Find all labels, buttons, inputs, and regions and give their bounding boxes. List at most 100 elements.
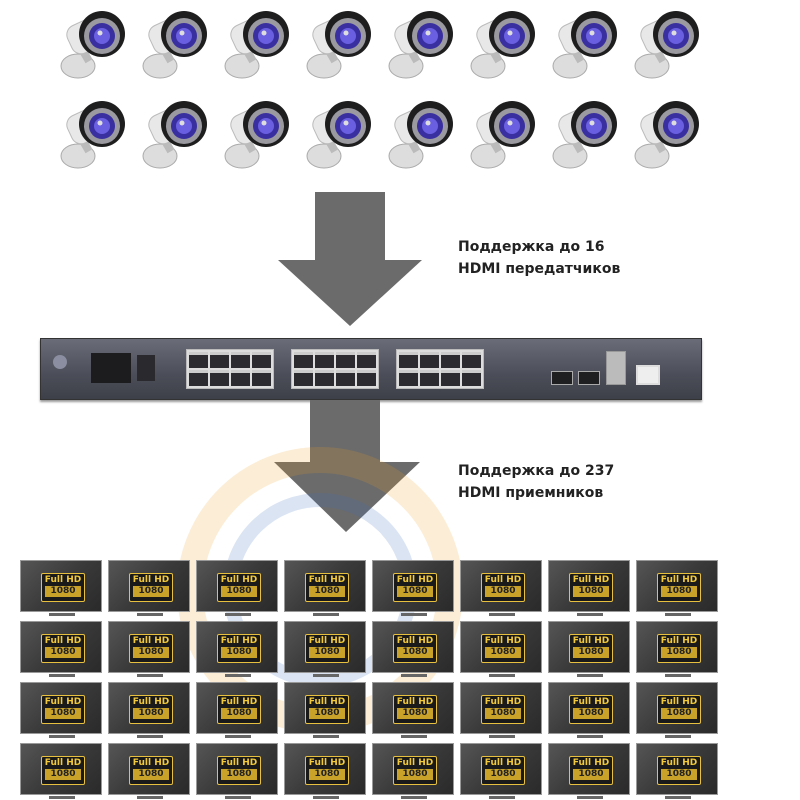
ethernet-port [294, 370, 313, 386]
ethernet-port [399, 352, 418, 368]
badge-bottom-text: 1080 [221, 647, 257, 658]
badge-top-text: Full HD [660, 758, 698, 768]
monitor-stand [577, 796, 603, 799]
ethernet-port [231, 352, 250, 368]
camera-icon [384, 6, 460, 84]
monitor-stand [49, 796, 75, 799]
camera-icon [384, 96, 460, 174]
camera-icon [302, 6, 378, 84]
ethernet-port [462, 352, 481, 368]
ethernet-port [336, 370, 355, 386]
badge-bottom-text: 1080 [133, 647, 169, 658]
monitor-stand [401, 674, 427, 677]
camera-icon [466, 6, 542, 84]
console-port [636, 365, 660, 385]
ethernet-port [210, 352, 229, 368]
badge-top-text: Full HD [44, 758, 82, 768]
ethernet-port [462, 370, 481, 386]
port-group-1 [186, 349, 274, 389]
badge-top-text: Full HD [484, 758, 522, 768]
badge-top-text: Full HD [308, 575, 346, 585]
monitor-stand [225, 796, 251, 799]
monitor-stand [49, 735, 75, 738]
monitor-stand [225, 674, 251, 677]
badge-top-text: Full HD [220, 575, 258, 585]
badge-top-text: Full HD [132, 636, 170, 646]
badge-bottom-text: 1080 [573, 586, 609, 597]
badge-top-text: Full HD [572, 697, 610, 707]
monitor-stand [489, 613, 515, 616]
arrow-down-to-monitors [274, 400, 420, 532]
monitor-stand [489, 796, 515, 799]
monitor-stand [137, 735, 163, 738]
badge-top-text: Full HD [484, 575, 522, 585]
transmitters-label-line2: HDMI передатчиков [458, 261, 621, 277]
monitor-stand [489, 735, 515, 738]
badge-top-text: Full HD [660, 636, 698, 646]
ethernet-port [252, 370, 271, 386]
badge-bottom-text: 1080 [485, 708, 521, 719]
badge-bottom-text: 1080 [309, 586, 345, 597]
badge-bottom-text: 1080 [661, 769, 697, 780]
monitor-stand [137, 796, 163, 799]
badge-bottom-text: 1080 [573, 647, 609, 658]
ethernet-port [252, 352, 271, 368]
camera-icon [138, 96, 214, 174]
camera-icon [630, 96, 706, 174]
ethernet-port [315, 352, 334, 368]
badge-bottom-text: 1080 [397, 769, 433, 780]
ethernet-port [420, 352, 439, 368]
badge-bottom-text: 1080 [661, 586, 697, 597]
badge-top-text: Full HD [44, 697, 82, 707]
badge-bottom-text: 1080 [45, 708, 81, 719]
ethernet-port [294, 352, 313, 368]
badge-top-text: Full HD [132, 758, 170, 768]
monitor-stand [137, 674, 163, 677]
camera-icon [630, 6, 706, 84]
badge-bottom-text: 1080 [45, 647, 81, 658]
badge-bottom-text: 1080 [573, 708, 609, 719]
badge-bottom-text: 1080 [309, 647, 345, 658]
badge-top-text: Full HD [572, 758, 610, 768]
badge-top-text: Full HD [396, 758, 434, 768]
ethernet-port [441, 370, 460, 386]
badge-top-text: Full HD [572, 575, 610, 585]
monitor-stand [313, 735, 339, 738]
monitor-stand [137, 613, 163, 616]
monitor-stand [577, 613, 603, 616]
badge-bottom-text: 1080 [221, 586, 257, 597]
badge-top-text: Full HD [484, 636, 522, 646]
arrow-down-to-switch [278, 192, 422, 326]
badge-bottom-text: 1080 [485, 647, 521, 658]
badge-top-text: Full HD [660, 575, 698, 585]
